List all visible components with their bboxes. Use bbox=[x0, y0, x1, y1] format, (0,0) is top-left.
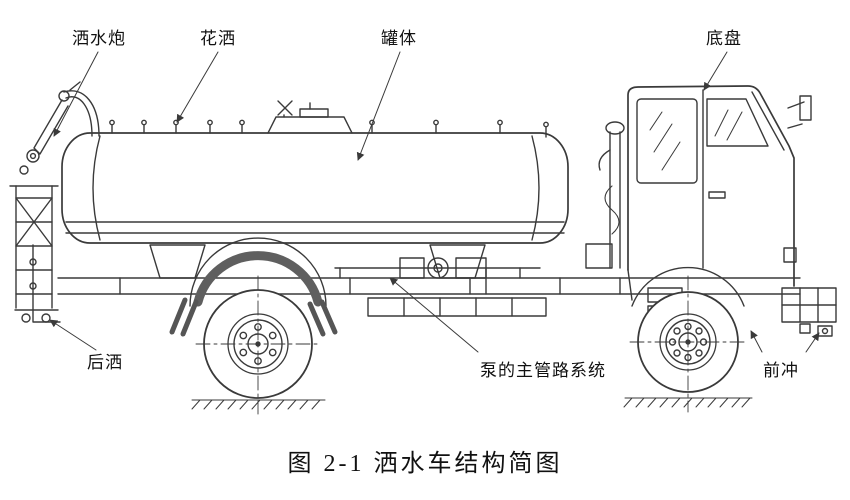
rear-wheel bbox=[196, 276, 320, 414]
label-front-flush: 前冲 bbox=[763, 361, 799, 380]
ground-hatching bbox=[192, 398, 752, 409]
label-pump-piping: 泵的主管路系统 bbox=[480, 361, 606, 380]
figure-caption: 图 2-1 洒水车结构简图 bbox=[287, 451, 563, 477]
rear-spray-pipes bbox=[15, 245, 60, 322]
front-wheel bbox=[630, 276, 746, 412]
label-tank-body: 罐体 bbox=[381, 29, 417, 48]
leader-tank-body bbox=[356, 52, 400, 161]
label-water-cannon: 洒水炮 bbox=[72, 29, 126, 48]
pump-piping bbox=[335, 258, 540, 294]
leader-chassis bbox=[704, 52, 727, 91]
tank-body bbox=[62, 101, 568, 243]
leader-front-flush-left bbox=[751, 330, 762, 352]
leader-lines bbox=[49, 52, 819, 352]
label-rear-spray: 后洒 bbox=[87, 353, 123, 372]
leader-water-cannon bbox=[54, 52, 98, 137]
label-sprinkler-head: 花洒 bbox=[200, 29, 236, 48]
leader-front-flush-right bbox=[806, 332, 819, 352]
front-bumper bbox=[632, 268, 836, 336]
leader-rear-spray bbox=[49, 320, 96, 350]
water-cannon bbox=[20, 82, 99, 174]
cab bbox=[586, 86, 811, 320]
label-chassis: 底盘 bbox=[706, 29, 742, 48]
rear-ladder bbox=[10, 186, 58, 308]
leader-sprinkler-head bbox=[177, 52, 218, 123]
rear-fender bbox=[172, 238, 335, 334]
leader-pump-piping bbox=[389, 277, 478, 352]
